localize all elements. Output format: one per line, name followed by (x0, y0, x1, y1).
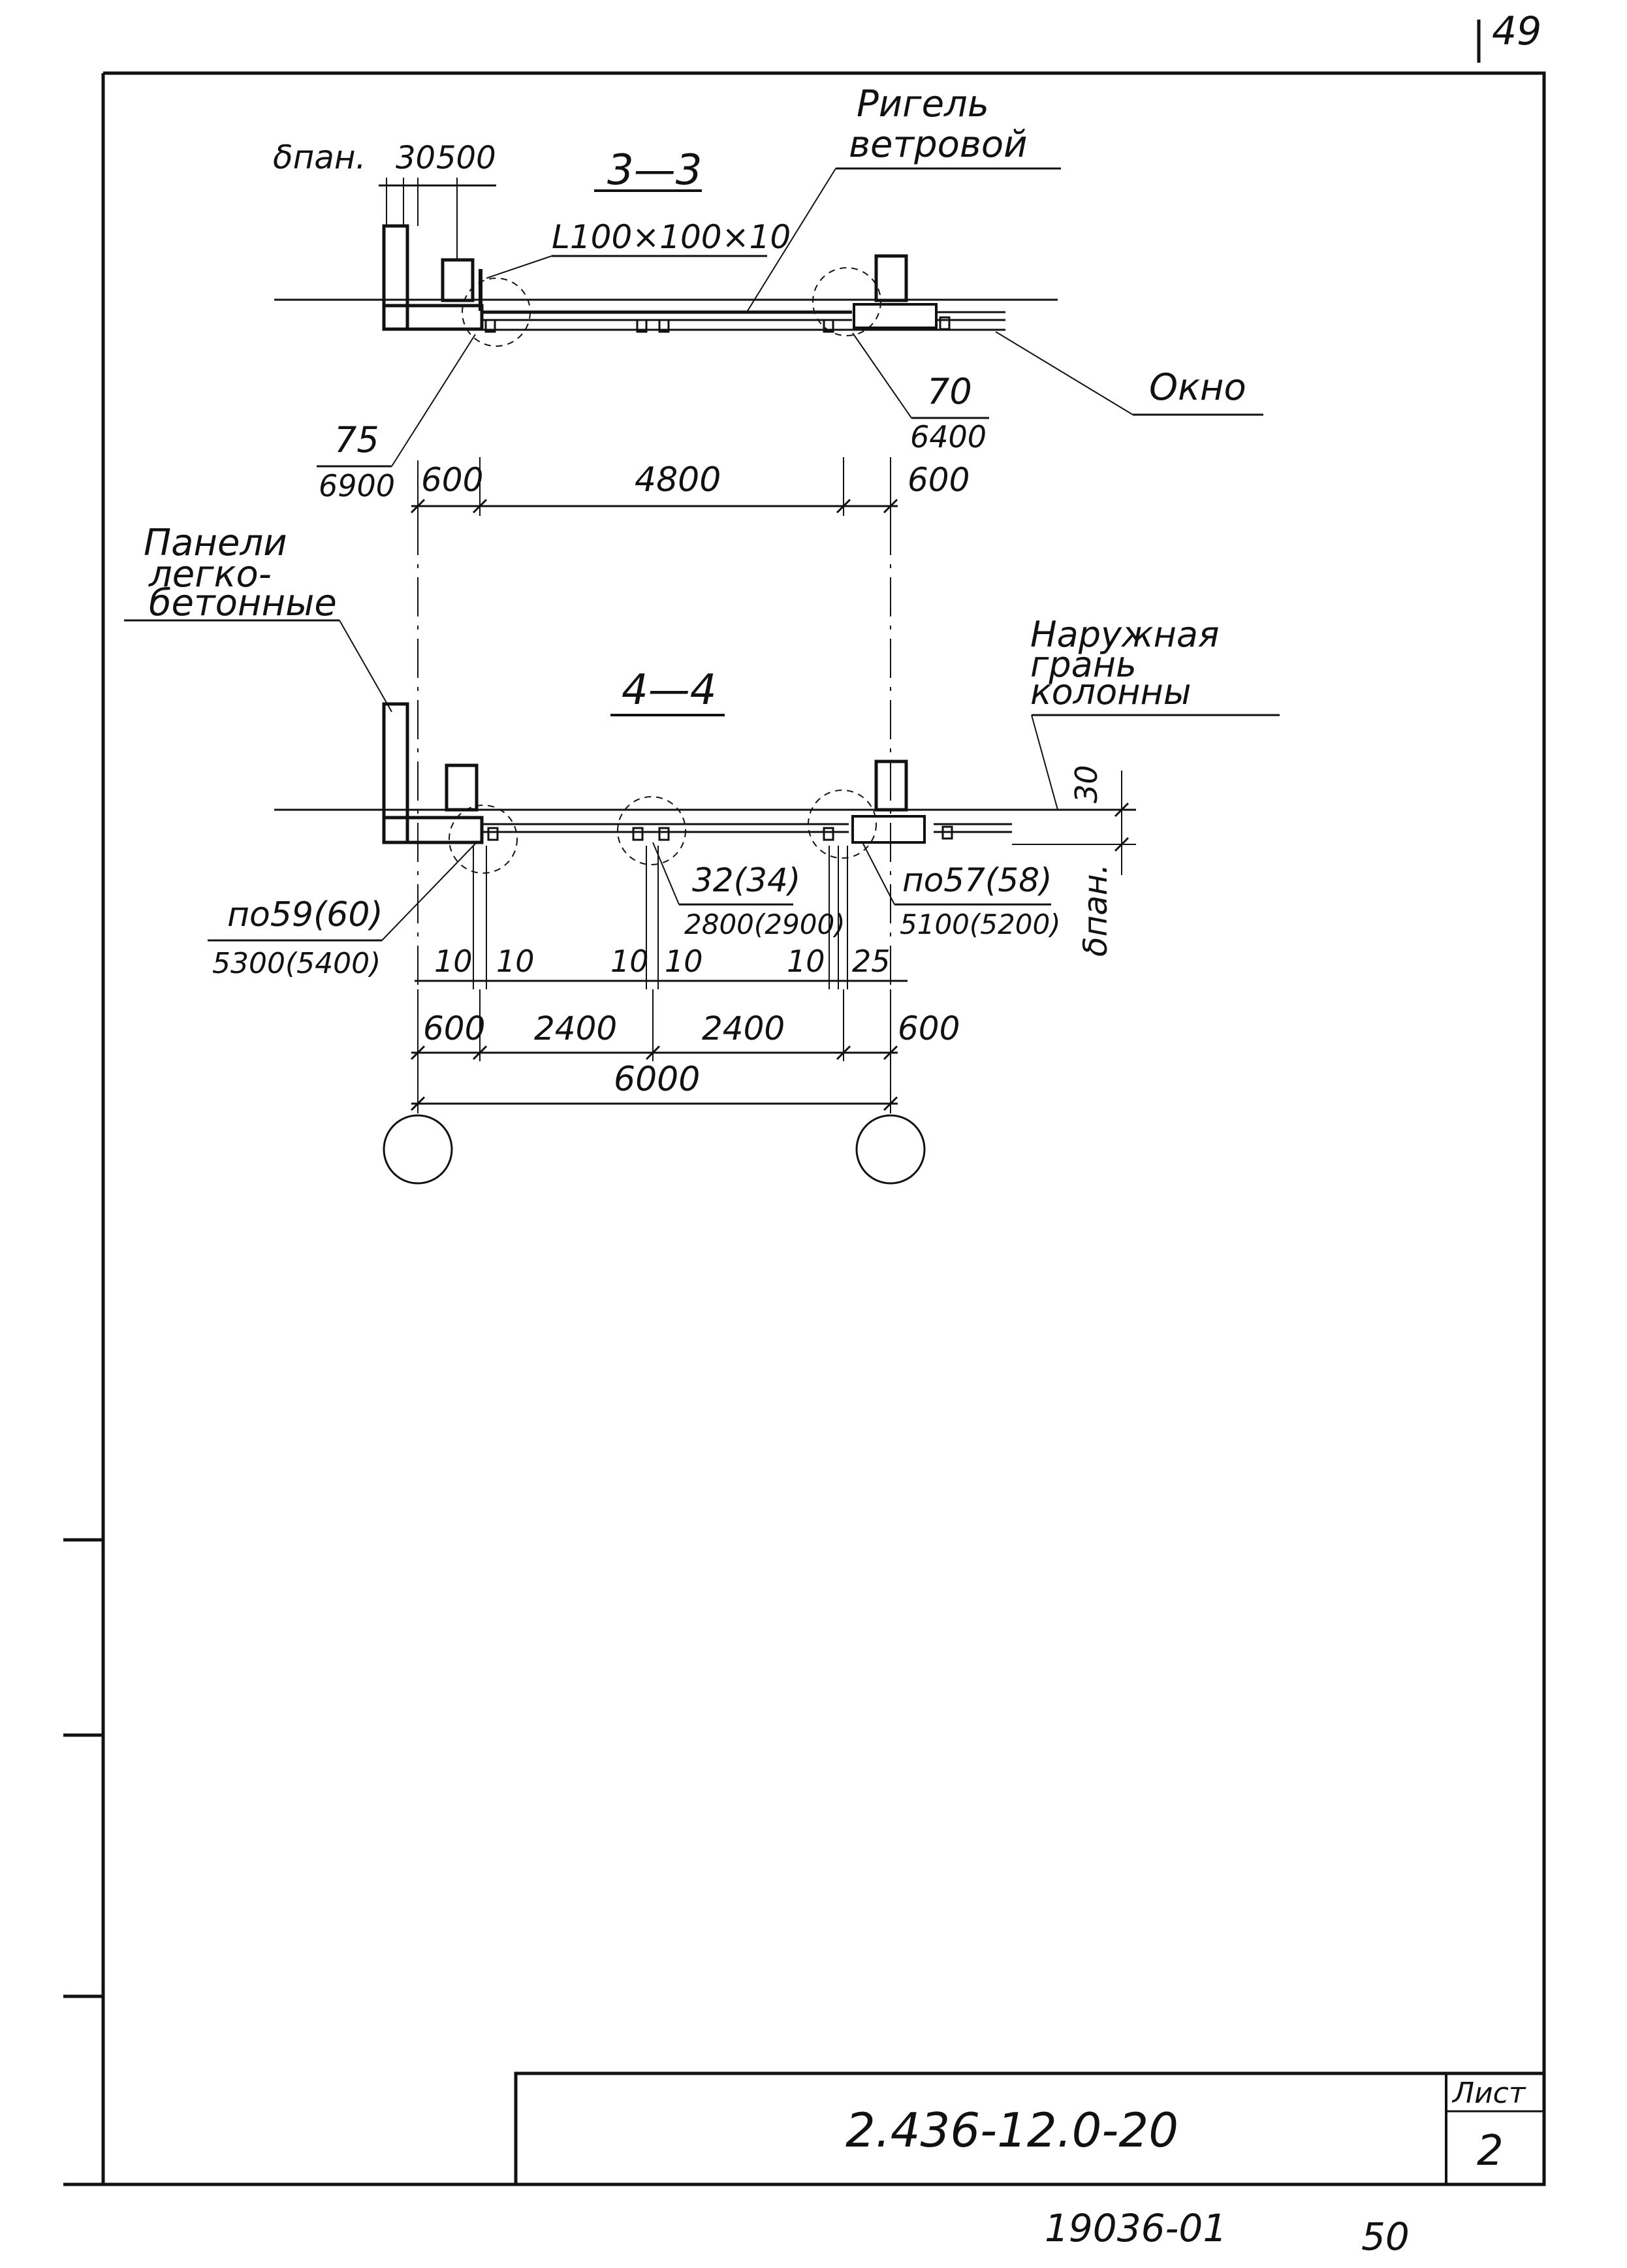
gap-10-d: 10 (665, 944, 703, 979)
node-circle-right-44 (808, 790, 877, 859)
label-angle: L100×100×10 (552, 218, 791, 256)
dim-6000-44: 6000 (614, 1060, 700, 1099)
footer-page-index: 50 (1361, 2214, 1410, 2259)
mark-left-33-top: 75 (334, 419, 379, 460)
node-circle-right (812, 267, 881, 336)
mark-mid-44-bottom: 2800(2900) (684, 908, 845, 940)
panel-right-44 (851, 815, 926, 844)
gap-10-c: 10 (610, 944, 649, 979)
axis-bubble-left (383, 1114, 453, 1185)
dim-600-left-44: 600 (423, 1010, 485, 1047)
sheet-frame (63, 20, 1546, 2186)
archive-number: 19036-01 (1045, 2206, 1227, 2250)
mark-mid-44-top: 32(34) (692, 861, 800, 899)
label-window: Окно (1149, 366, 1246, 409)
title-block: 2.436-12.0-20 Лист 2 (514, 2071, 1546, 2186)
page-number: 49 (1492, 8, 1541, 54)
panel-right (853, 303, 938, 329)
label-beam-line2: ветровой (849, 123, 1028, 166)
corner-panel-horizontal-44 (382, 816, 484, 844)
document-code: 2.436-12.0-20 (845, 2103, 1178, 2158)
node-circle-left (462, 278, 531, 347)
dim-2400-b-44: 2400 (702, 1010, 785, 1047)
mark-left-44-bottom: 5300(5400) (212, 947, 381, 980)
dim-2400-a-44: 2400 (534, 1010, 617, 1047)
section-3-3: 3—3 δпан. 30 500 (273, 83, 1263, 516)
gap-10-b: 10 (496, 944, 535, 979)
dim-4800-33: 4800 (635, 460, 721, 500)
section-3-3-title: 3—3 (607, 146, 702, 195)
label-beam-line1: Ригель (857, 83, 989, 125)
mark-right-44-top: по57(58) (902, 861, 1052, 899)
corner-panel-vertical-44 (382, 702, 409, 844)
mark-right-33-bottom: 6400 (910, 419, 987, 455)
label-panels-line2: легко- (148, 553, 272, 596)
column-left-44 (445, 763, 479, 812)
dim-500-33: 500 (436, 140, 496, 176)
section-4-4-title: 4—4 (622, 666, 716, 714)
gap-10-e: 10 (787, 944, 825, 979)
dim-600-right-44: 600 (898, 1010, 960, 1047)
column-left (441, 258, 475, 302)
axis-bubble-right (855, 1114, 926, 1185)
dim-30-33: 30 (396, 140, 435, 176)
corner-panel-vertical (382, 224, 409, 331)
mark-left-44-top: по59(60) (227, 895, 383, 934)
node-circle-mid-44 (617, 796, 686, 865)
node-circle-left-44 (449, 805, 518, 874)
sheet-number: 2 (1477, 2127, 1504, 2175)
dim-600-left-33: 600 (421, 461, 483, 499)
column-right-44 (874, 759, 908, 812)
gap-25: 25 (852, 944, 891, 979)
section-4-4: 4—4 Панели легко- бетонные Наружная гран… (124, 522, 1280, 1185)
corner-panel-horizontal (382, 304, 484, 331)
label-panel-thickness-44: δпан. (1077, 863, 1114, 957)
column-right (874, 254, 908, 302)
mark-left-33-bottom: 6900 (319, 468, 395, 503)
mark-right-44-bottom: 5100(5200) (900, 908, 1061, 940)
label-panel-thickness-33: δпан. (273, 138, 366, 176)
label-outer-line1: Наружная (1030, 614, 1219, 655)
label-outer-line3: колонны (1030, 671, 1191, 712)
dim-600-right-33: 600 (908, 461, 970, 499)
gap-10-a: 10 (434, 944, 473, 979)
sheet-label: Лист (1451, 2077, 1526, 2110)
mark-right-33-top: 70 (927, 371, 972, 412)
dim-30-44: 30 (1069, 765, 1104, 803)
label-panels-line1: Панели (144, 522, 287, 564)
label-panels-line3: бетонные (149, 582, 337, 624)
label-outer-line2: грань (1030, 644, 1137, 685)
